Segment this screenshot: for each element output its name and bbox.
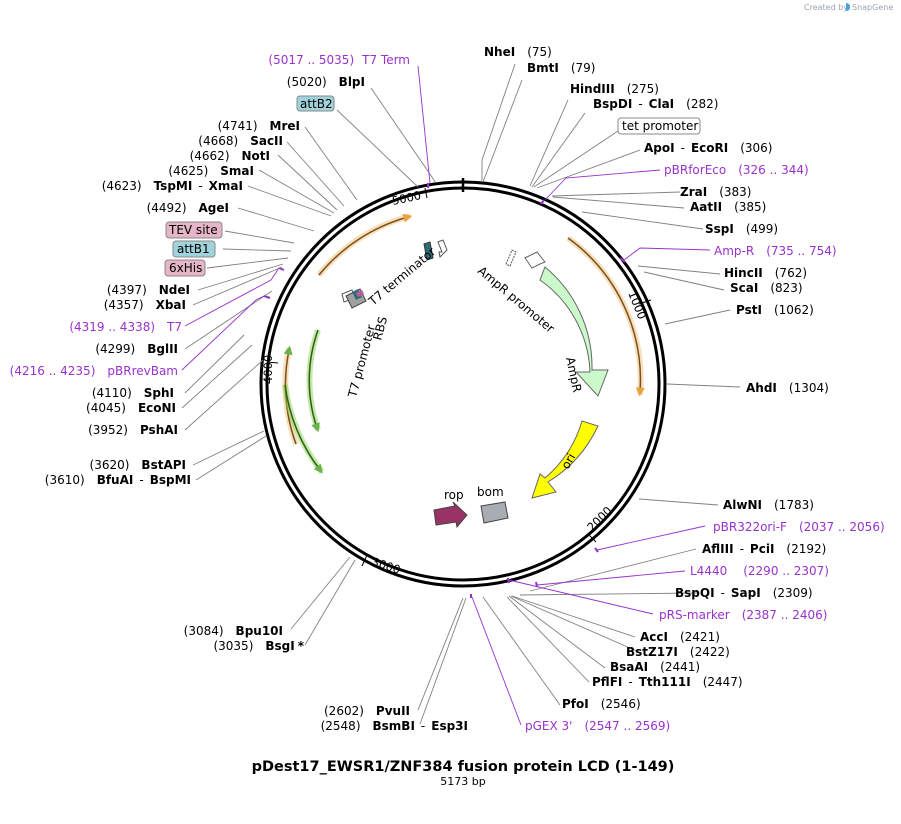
feature-rop: rop (433, 488, 468, 529)
svg-text:4000: 4000 (261, 355, 275, 384)
green-orf-arc-2-line (284, 384, 323, 474)
svg-text:T7 terminator: T7 terminator (365, 244, 438, 308)
label-6xhis: 6xHis (164, 259, 206, 277)
svg-text:(4625)SmaI: (4625)SmaI (168, 164, 254, 178)
label-tev-site: TEV site (165, 221, 223, 239)
svg-text:(4741)MreI: (4741)MreI (218, 119, 300, 133)
svg-text:pGEX 3'(2547 .. 2569): pGEX 3'(2547 .. 2569) (525, 719, 670, 733)
feature-t7-terminator: T7 terminator (365, 239, 448, 309)
orf-arc-right-line (567, 237, 645, 397)
credit-text: Created by (804, 3, 848, 12)
svg-text:(4045)EcoNI: (4045)EcoNI (86, 401, 176, 415)
svg-text:SspI(499): SspI(499) (705, 222, 778, 236)
plasmid-title: pDest17_EWSR1/ZNF384 fusion protein LCD … (252, 759, 675, 775)
feature-bom: bom (477, 485, 509, 524)
svg-text:AmpR: AmpR (563, 356, 584, 394)
svg-text:ori: ori (558, 451, 578, 472)
svg-text:NheI(75): NheI(75) (484, 45, 552, 59)
svg-text:(4397)NdeI: (4397)NdeI (107, 283, 190, 297)
svg-text:(4299)BglII: (4299)BglII (95, 342, 178, 356)
svg-text:pBR322ori-F(2037 .. 2056): pBR322ori-F(2037 .. 2056) (713, 520, 885, 534)
brand-text: SnapGene (852, 3, 893, 12)
label-attb2: attB2 (296, 95, 335, 112)
svg-text:(4668)SacII: (4668)SacII (198, 134, 283, 148)
backbone-outer (259, 180, 667, 588)
green-orf-arc-1-line (308, 329, 320, 433)
svg-text:RBS: RBS (370, 315, 390, 342)
svg-text:pRS-marker(2387 .. 2406): pRS-marker(2387 .. 2406) (659, 608, 827, 622)
svg-text:PflFI-Tth111I(2447): PflFI-Tth111I(2447) (592, 675, 743, 689)
svg-text:(4319 .. 4338)T7: (4319 .. 4338)T7 (69, 320, 182, 334)
svg-text:AhdI(1304): AhdI(1304) (746, 381, 829, 395)
svg-text:(3035)BsgI*: (3035)BsgI* (213, 639, 304, 653)
svg-text:AccI(2421): AccI(2421) (640, 630, 720, 644)
svg-text:attB2: attB2 (300, 97, 333, 111)
svg-text:5000: 5000 (391, 188, 423, 208)
feature-ori: ori (531, 420, 599, 499)
svg-text:(5020)BlpI: (5020)BlpI (287, 75, 365, 89)
svg-text:HindIII(275): HindIII(275) (570, 82, 659, 96)
feature-rbs: RBS (345, 288, 390, 342)
svg-text:(4357)XbaI: (4357)XbaI (104, 298, 186, 312)
plasmid-length: 5173 bp (440, 775, 485, 788)
svg-text:bom: bom (477, 485, 504, 499)
svg-text:(4623)TspMI-XmaI: (4623)TspMI-XmaI (102, 179, 243, 193)
svg-text:(4110)SphI: (4110)SphI (92, 386, 174, 400)
svg-text:(3610)BfuAI-BspMI: (3610)BfuAI-BspMI (45, 473, 191, 487)
svg-text:2000: 2000 (584, 504, 615, 535)
snapgene-logo: SnapGene (846, 3, 893, 12)
svg-text:L4440(2290 .. 2307): L4440(2290 .. 2307) (690, 564, 829, 578)
svg-text:(4216 .. 4235)pBRrevBam: (4216 .. 4235)pBRrevBam (10, 364, 178, 378)
right-labels: NheI(75) BmtI(79) HindIII(275) BspDI-Cla… (484, 45, 885, 733)
orf-arc-top-left-line (318, 213, 413, 276)
svg-text:AatII(385): AatII(385) (690, 200, 766, 214)
svg-text:(5017 .. 5035)T7 Term: (5017 .. 5035)T7 Term (268, 53, 410, 67)
svg-text:(2602)PvuII: (2602)PvuII (324, 704, 410, 718)
svg-text:BmtI(79): BmtI(79) (527, 61, 596, 75)
label-tet-promoter: tet promoter (617, 117, 701, 135)
svg-text:BstZ17I(2422): BstZ17I(2422) (626, 645, 730, 659)
svg-text:3000: 3000 (370, 555, 402, 577)
connector-lines (181, 63, 741, 725)
svg-text:ZraI(383): ZraI(383) (680, 185, 751, 199)
primer-lines (181, 65, 711, 726)
feature-ampr-promoter: AmpR promoter (475, 249, 557, 336)
label-attb1: attB1 (172, 240, 216, 258)
svg-text:ScaI(823): ScaI(823) (730, 281, 803, 295)
svg-text:(4492)AgeI: (4492)AgeI (147, 201, 229, 215)
svg-text:AlwNI(1783): AlwNI(1783) (723, 498, 814, 512)
svg-text:(3952)PshAI: (3952)PshAI (88, 423, 178, 437)
svg-text:Amp-R(735 .. 754): Amp-R(735 .. 754) (714, 244, 837, 258)
svg-text:BspQI-SapI(2309): BspQI-SapI(2309) (675, 586, 813, 600)
svg-text:AflIII-PciI(2192): AflIII-PciI(2192) (702, 542, 826, 556)
svg-text:pBRforEco(326 .. 344): pBRforEco(326 .. 344) (664, 163, 809, 177)
svg-text:BsaAI(2441): BsaAI(2441) (610, 660, 700, 674)
svg-text:attB1: attB1 (177, 242, 210, 256)
tick-4000: 4000 (261, 355, 279, 384)
tick-5000: 5000 (391, 187, 428, 208)
svg-text:(3620)BstAPI: (3620)BstAPI (90, 458, 186, 472)
tick-3000: 3000 (361, 555, 402, 577)
svg-text:PstI(1062): PstI(1062) (736, 303, 814, 317)
svg-text:(3084)Bpu10I: (3084)Bpu10I (184, 624, 283, 638)
svg-text:rop: rop (444, 488, 464, 502)
svg-text:ApoI-EcoRI(306): ApoI-EcoRI(306) (644, 141, 772, 155)
left-labels: (5017 .. 5035)T7 Term (5020)BlpI (4741)M… (10, 53, 468, 733)
svg-text:BspDI-ClaI(282): BspDI-ClaI(282) (593, 97, 718, 111)
svg-text:6xHis: 6xHis (169, 261, 202, 275)
svg-text:TEV site: TEV site (168, 223, 218, 237)
svg-text:(2548)BsmBI-Esp3I: (2548)BsmBI-Esp3I (321, 719, 468, 733)
svg-text:PfoI(2546): PfoI(2546) (562, 697, 641, 711)
svg-text:(4662)NotI: (4662)NotI (190, 149, 270, 163)
orf-arc-top-left (316, 213, 411, 277)
svg-text:tet promoter: tet promoter (622, 119, 698, 133)
svg-text:HincII(762): HincII(762) (724, 266, 807, 280)
